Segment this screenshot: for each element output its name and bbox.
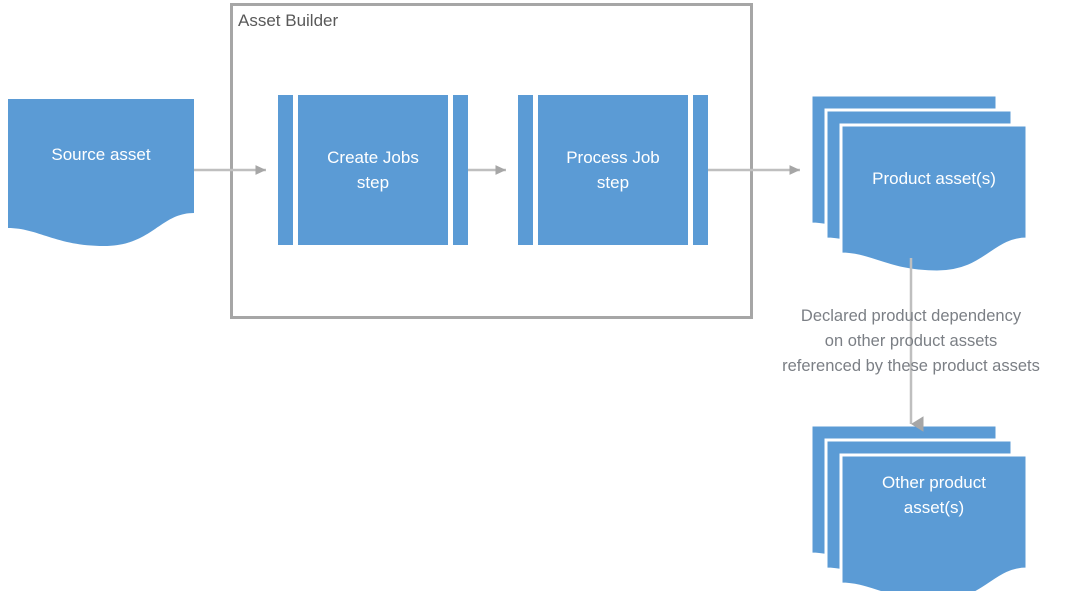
- dependency-note-line-3: referenced by these product assets: [782, 357, 1040, 375]
- dependency-note: Declared product dependency on other pro…: [751, 304, 1071, 379]
- other-product-assets-shape: [809, 423, 1029, 591]
- source-asset-shape: [8, 99, 194, 246]
- create-jobs-step-shape: [278, 95, 468, 245]
- dependency-note-line-2: on other product assets: [824, 332, 998, 350]
- product-assets-shape: [809, 93, 1029, 274]
- process-job-step-shape: [518, 95, 708, 245]
- asset-builder-label: Asset Builder: [238, 11, 339, 30]
- dependency-note-line-1: Declared product dependency: [800, 307, 1022, 325]
